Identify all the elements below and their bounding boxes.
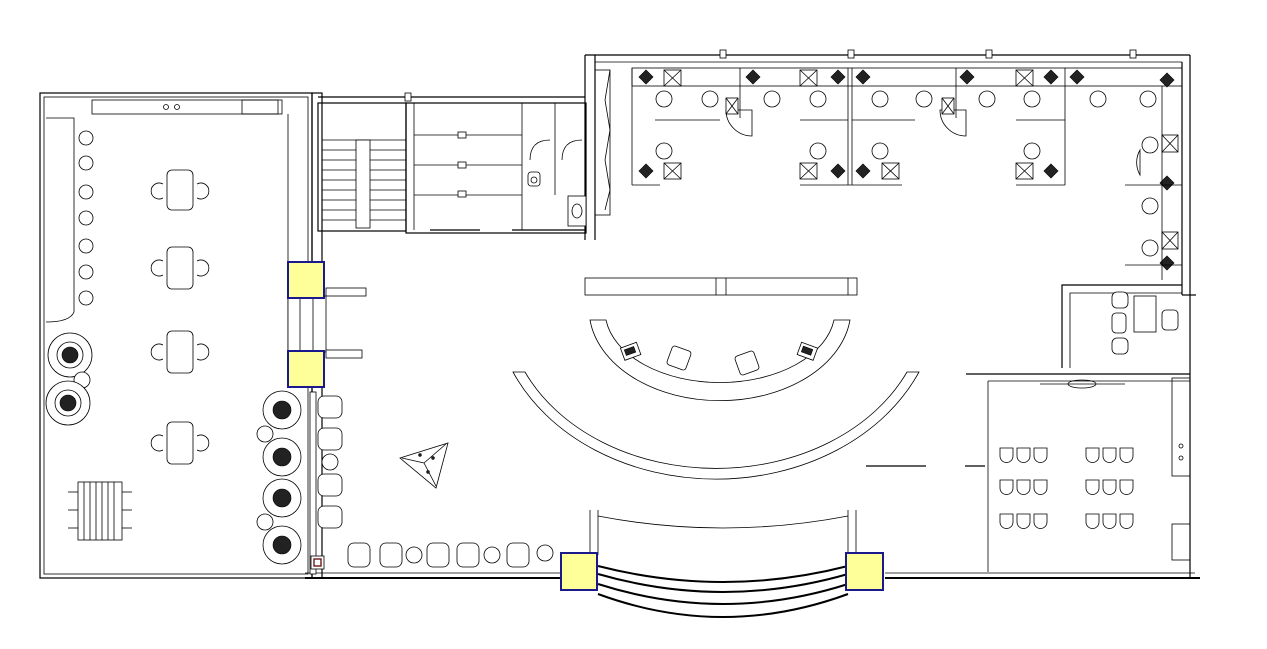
training-room bbox=[866, 373, 1191, 572]
lounge-chair bbox=[45, 332, 93, 426]
stair-treads bbox=[322, 139, 406, 229]
dining-table bbox=[150, 169, 210, 211]
workstation-icon bbox=[663, 69, 1179, 250]
column-icon bbox=[287, 261, 884, 591]
stair-core bbox=[287, 102, 407, 359]
open-office bbox=[631, 67, 1183, 280]
lounge-chair bbox=[256, 390, 302, 565]
lobby bbox=[309, 277, 920, 575]
exterior-walls bbox=[39, 49, 1200, 579]
dining-hall bbox=[45, 99, 325, 565]
dining-table bbox=[150, 330, 210, 374]
waiting-chair bbox=[317, 395, 554, 568]
chair-icon bbox=[655, 90, 1159, 257]
monitor-icon bbox=[638, 69, 1175, 271]
private-office bbox=[1061, 284, 1196, 368]
chair-icon bbox=[666, 345, 760, 376]
sink-icon bbox=[567, 195, 587, 227]
phone-icon bbox=[619, 341, 819, 361]
dining-table bbox=[150, 421, 210, 465]
serving-counter bbox=[91, 99, 283, 115]
reception-desk bbox=[589, 319, 851, 402]
chair-icon bbox=[1111, 291, 1179, 355]
stool-column bbox=[78, 130, 94, 306]
sculpture-icon bbox=[399, 442, 449, 489]
curved-glass-wall bbox=[512, 371, 920, 480]
restrooms bbox=[405, 69, 611, 234]
grill-rack bbox=[68, 481, 132, 541]
toilet-icon bbox=[527, 171, 541, 187]
entrance bbox=[589, 510, 857, 618]
classroom-chairs bbox=[999, 447, 1134, 529]
dining-table bbox=[150, 246, 210, 290]
